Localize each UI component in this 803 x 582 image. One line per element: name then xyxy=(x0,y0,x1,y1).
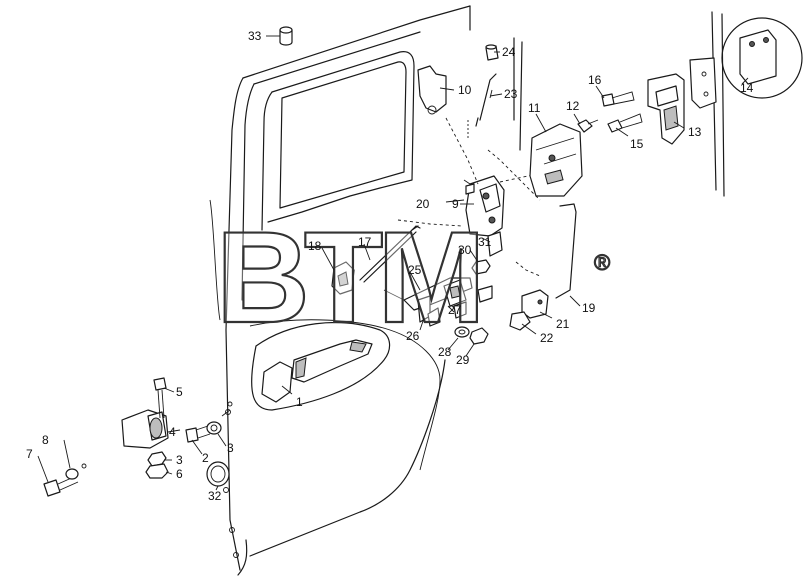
callout-27: 27 xyxy=(448,303,462,317)
callout-9: 9 xyxy=(452,197,459,211)
watermark-text: BTM xyxy=(216,204,480,350)
callout-18: 18 xyxy=(308,239,322,253)
callout-23: 23 xyxy=(504,87,518,101)
outer-handle-assembly xyxy=(383,277,493,327)
small-parts xyxy=(279,26,499,295)
watermark: BTM ® xyxy=(215,203,611,351)
callout-25: 25 xyxy=(408,263,422,277)
leader-lines xyxy=(37,35,749,491)
callout-15: 15 xyxy=(630,137,644,151)
callout-2: 2 xyxy=(202,451,209,465)
callout-24: 24 xyxy=(502,45,516,59)
callout-1: 1 xyxy=(296,395,303,409)
callout-29: 29 xyxy=(456,353,470,367)
callout-19: 19 xyxy=(582,301,596,315)
callout-33: 33 xyxy=(248,29,262,43)
door-panel xyxy=(209,5,725,576)
callout-22: 22 xyxy=(540,331,554,345)
callout-11: 11 xyxy=(528,101,541,115)
callout-7: 7 xyxy=(26,447,33,461)
callout-labels: 1 2 3 3 4 5 6 7 8 9 10 11 12 13 14 15 16… xyxy=(26,29,754,503)
callout-28: 28 xyxy=(438,345,452,359)
linkage-rods xyxy=(359,73,577,299)
callout-16: 16 xyxy=(588,73,602,87)
callout-4: 4 xyxy=(169,425,176,439)
callout-10: 10 xyxy=(458,83,472,97)
callout-5: 5 xyxy=(176,385,183,399)
callout-26: 26 xyxy=(406,329,420,343)
callout-6: 6 xyxy=(176,467,183,481)
callout-3-nut: 3 xyxy=(176,453,183,467)
callout-32: 32 xyxy=(208,489,222,503)
callout-13: 13 xyxy=(688,125,702,139)
callout-3-washer: 3 xyxy=(227,441,234,455)
callout-8: 8 xyxy=(42,433,49,447)
callout-14: 14 xyxy=(740,81,754,95)
hinge-assembly xyxy=(43,377,233,497)
callout-21: 21 xyxy=(556,317,570,331)
callout-12: 12 xyxy=(566,99,580,113)
watermark-registered-mark: ® xyxy=(594,250,610,275)
callout-31: 31 xyxy=(478,235,492,249)
callout-20: 20 xyxy=(416,197,430,211)
latch-striker-parts xyxy=(529,17,803,197)
callout-17: 17 xyxy=(358,235,372,249)
callout-30: 30 xyxy=(458,243,472,257)
